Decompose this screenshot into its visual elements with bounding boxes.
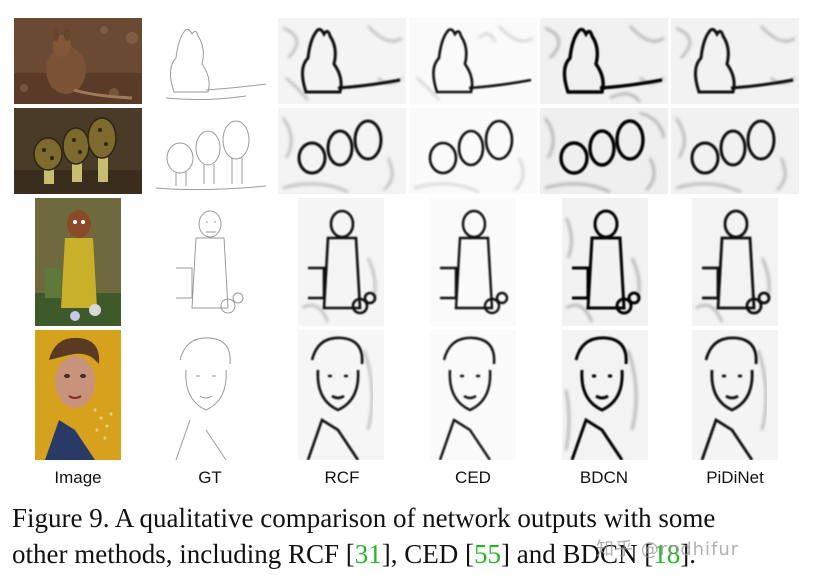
caption-line-2: other methods, including RCF [31], CED […	[12, 536, 812, 572]
pidinet-mushrooms	[671, 108, 799, 194]
gt-mushrooms	[146, 108, 274, 194]
ced-mushrooms	[409, 108, 537, 194]
gt-wallaby	[146, 18, 274, 104]
pidinet-woman	[692, 330, 778, 460]
rcf-wallaby	[278, 18, 406, 104]
caption-text: ], CED [	[381, 539, 474, 569]
caption-text: ].	[680, 539, 696, 569]
image-mushrooms	[14, 108, 142, 194]
column-label-rcf: RCF	[324, 468, 360, 487]
bdcn-wallaby	[540, 18, 668, 104]
bdcn-woman	[562, 330, 648, 460]
gt-woman	[166, 330, 252, 460]
rcf-statue	[298, 198, 384, 326]
rcf-mushrooms	[278, 108, 406, 194]
figure-caption: Figure 9. A qualitative comparison of ne…	[12, 500, 812, 572]
image-woman	[35, 330, 121, 460]
bdcn-statue	[562, 198, 648, 326]
image-statue	[35, 198, 121, 326]
column-label-pidinet: PiDiNet	[706, 468, 764, 487]
citation-link-rcf[interactable]: 31	[354, 539, 382, 569]
column-label-bdcn: BDCN	[579, 468, 629, 487]
caption-text: other methods, including RCF [	[12, 539, 355, 569]
pidinet-wallaby	[671, 18, 799, 104]
column-label-image: Image	[54, 468, 102, 487]
ced-woman	[430, 330, 516, 460]
watermark: 知乎 @rndhifur	[596, 539, 740, 560]
column-label-gt: GT	[198, 468, 222, 487]
rcf-woman	[298, 330, 384, 460]
caption-text: ] and BDCN [	[500, 539, 654, 569]
pidinet-statue	[692, 198, 778, 326]
citation-link-bdcn[interactable]: 18	[653, 539, 681, 569]
citation-link-ced[interactable]: 55	[473, 539, 501, 569]
column-label-ced: CED	[455, 468, 491, 487]
image-wallaby	[14, 18, 142, 104]
gt-statue	[166, 198, 252, 326]
caption-line-1: Figure 9. A qualitative comparison of ne…	[12, 503, 716, 533]
bdcn-mushrooms	[540, 108, 668, 194]
ced-wallaby	[409, 18, 537, 104]
ced-statue	[430, 198, 516, 326]
